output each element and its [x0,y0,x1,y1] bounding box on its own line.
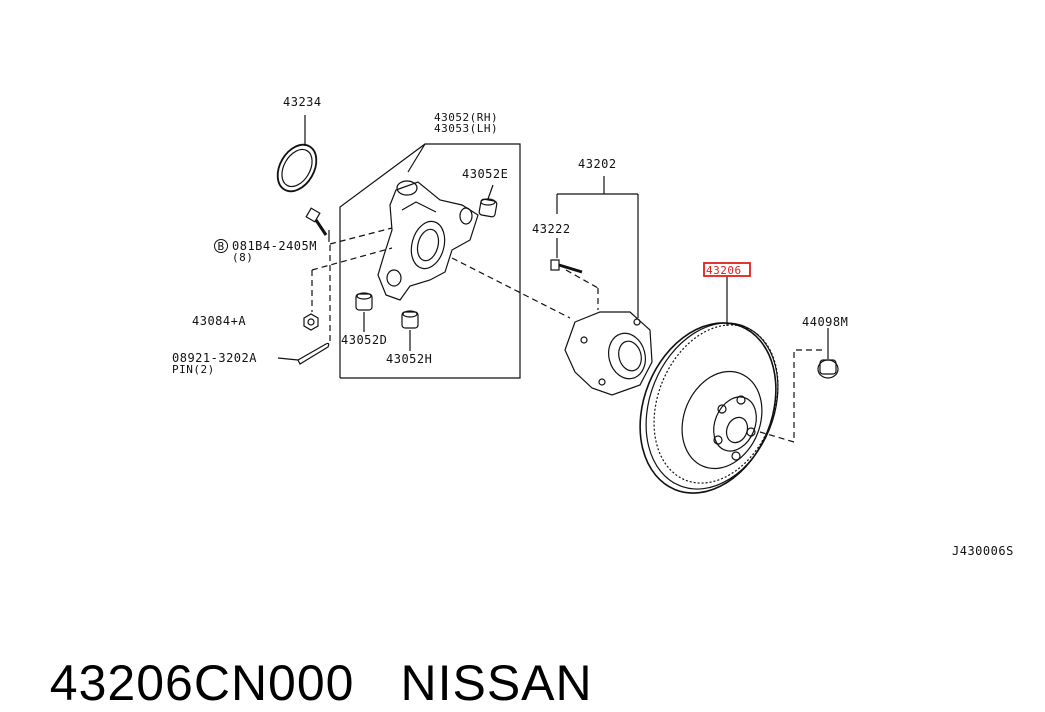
label-43052d[interactable]: 43052D [341,333,387,347]
label-43052h[interactable]: 43052H [386,352,432,366]
bolt-marker-circle [214,239,228,253]
bushing-43052d[interactable] [355,292,373,332]
brake-rotor-43206[interactable] [616,276,802,514]
brand-name: NISSAN [400,655,593,711]
bolt-marker-letter: B [218,240,225,253]
steering-knuckle[interactable] [377,180,479,301]
hub-bearing-43202[interactable] [564,311,653,396]
bolt-081b4[interactable] [305,207,330,242]
hub-bolt-43222[interactable] [550,238,583,274]
knuckle-group-box [339,143,521,379]
snap-ring-43234[interactable] [270,115,324,198]
bushing-43052e[interactable] [478,184,498,218]
diagram-code: J430006S [952,544,1014,558]
label-43222[interactable]: 43222 [532,222,571,236]
label-43053-lh[interactable]: 43053(LH) [434,122,498,135]
part-number: 43206CN000 [49,655,355,711]
parts-diagram: 43234 43052(RH) 43053(LH) 43052E B 081B4… [172,95,1014,558]
footer-caption: 43206CN000 NISSAN [20,596,593,712]
bushing-43052h[interactable] [401,310,419,351]
label-43084a[interactable]: 43084+A [192,314,246,328]
label-081b4-2405m[interactable]: 081B4-2405M [232,239,317,253]
label-43202[interactable]: 43202 [578,157,617,171]
label-08921-3202a[interactable]: 08921-3202A [172,351,257,365]
nut-43084a[interactable] [303,313,319,331]
hub-bracket-43202 [556,176,639,318]
highlighted-part-box [703,262,751,277]
cotter-pin-08921[interactable] [277,342,330,365]
label-43052-rh[interactable]: 43052(RH) [434,111,498,124]
label-08921-sub: PIN(2) [172,363,215,376]
label-43052e[interactable]: 43052E [462,167,508,181]
label-43206[interactable]: 43206 [706,264,742,277]
label-081b4-qty: (8) [232,251,253,264]
label-44098m[interactable]: 44098M [802,315,848,329]
assembly-dashed-lines [311,227,822,443]
plug-44098m[interactable] [817,328,839,379]
label-43234[interactable]: 43234 [283,95,322,109]
